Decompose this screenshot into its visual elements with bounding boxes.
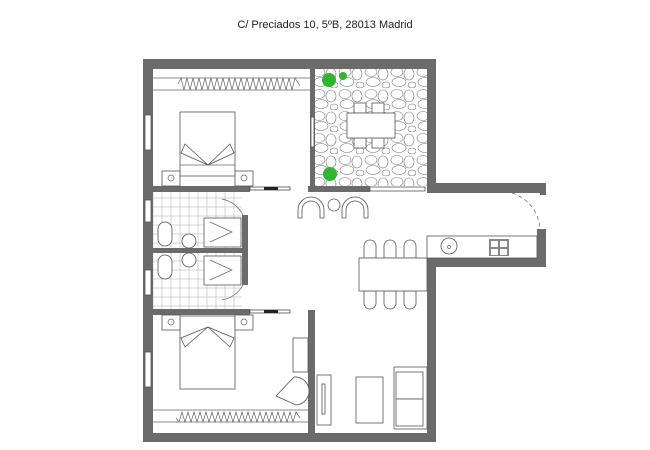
bed-top bbox=[161, 111, 254, 187]
dining-island bbox=[358, 239, 428, 310]
armchairs bbox=[297, 196, 369, 219]
walls bbox=[143, 59, 546, 442]
terrace-dining-set bbox=[346, 102, 396, 149]
sliding-door-bottom[interactable] bbox=[249, 309, 291, 314]
sliding-door-top[interactable] bbox=[249, 186, 291, 191]
entrance-door[interactable] bbox=[511, 192, 541, 230]
desk-and-chair bbox=[275, 337, 332, 426]
living-furniture bbox=[355, 366, 428, 430]
wardrobe-top bbox=[153, 76, 310, 91]
address-title: C/ Preciados 10, 5ºB, 28013 Madrid bbox=[237, 19, 413, 31]
wardrobe-bottom bbox=[153, 409, 308, 424]
bathroom-fixtures bbox=[157, 198, 244, 301]
kitchen-counter bbox=[426, 235, 538, 259]
bed-bottom bbox=[161, 314, 254, 390]
plants bbox=[322, 72, 347, 181]
windows bbox=[144, 114, 426, 388]
